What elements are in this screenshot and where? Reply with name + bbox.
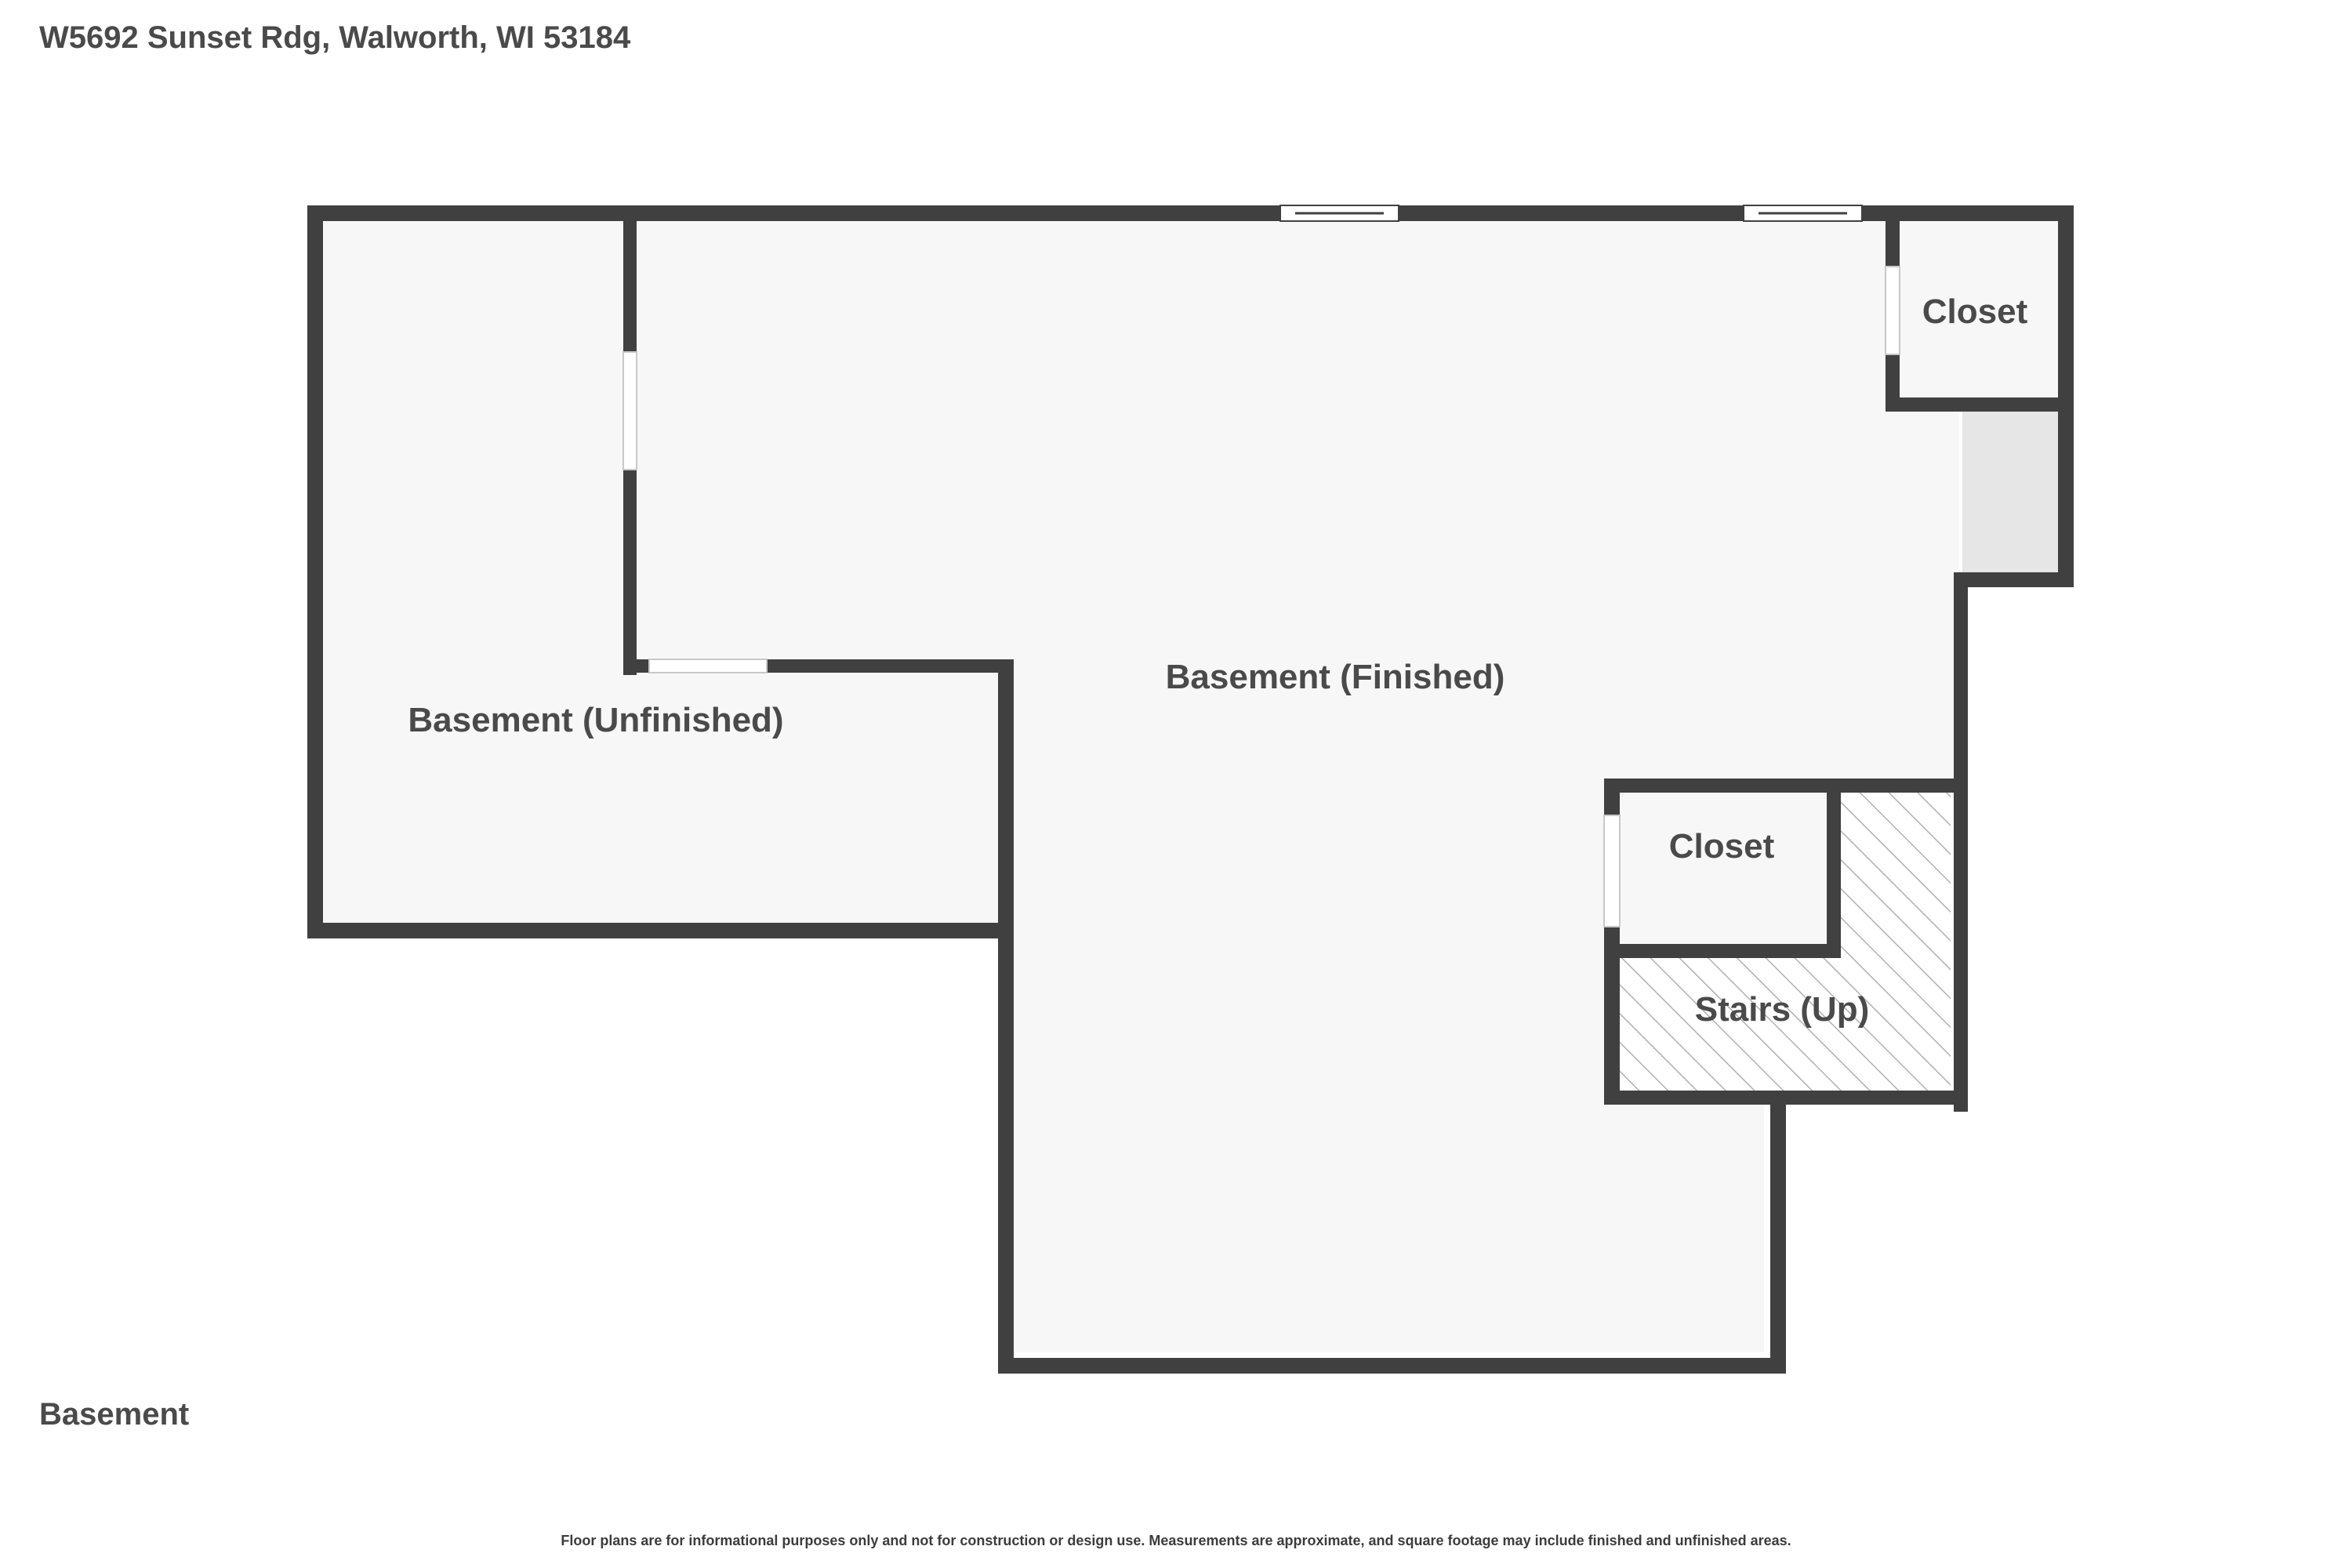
- wall-unfinished-bottom: [307, 923, 1007, 938]
- wall-finished-bottom-right: [1770, 1098, 1786, 1374]
- wall-finished-bottom: [998, 1358, 1786, 1374]
- property-address: W5692 Sunset Rdg, Walworth, WI 53184: [39, 20, 631, 55]
- wall-closet-mid-right: [1827, 779, 1841, 955]
- floor-finished-lower: [1001, 790, 1620, 1098]
- door-divider-vertical[interactable]: [622, 351, 637, 470]
- disclaimer-text: Floor plans are for informational purpos…: [561, 1533, 1791, 1548]
- door-closet-mid[interactable]: [1603, 815, 1621, 927]
- wall-stair-box-top: [1604, 779, 1960, 793]
- floor-finished-bottom: [1001, 1098, 1764, 1352]
- wall-stair-box-bottom: [1604, 1091, 1960, 1105]
- wall-notch-horizontal: [1954, 572, 2074, 587]
- floor-finished-right: [1896, 218, 2059, 408]
- window-top-right: [1743, 205, 1863, 222]
- floor-fills: [314, 218, 2059, 1352]
- landing-area: [1962, 408, 2059, 572]
- wall-left: [307, 205, 323, 938]
- window-top-left: [1279, 205, 1399, 222]
- floor-finished-main: [1001, 667, 1959, 790]
- floor-name-label: Basement: [39, 1397, 190, 1432]
- floor-finished-mid: [1001, 408, 1959, 667]
- wall-finished-left: [998, 659, 1014, 1371]
- wall-closet-top-bottom: [1886, 397, 2058, 412]
- wall-right-lower: [1954, 572, 1968, 1112]
- room-label-unfinished: Basement (Unfinished): [408, 701, 783, 739]
- room-label-closet-mid: Closet: [1669, 827, 1775, 866]
- room-label-stairs: Stairs (Up): [1695, 990, 1869, 1029]
- openings: [622, 205, 1900, 927]
- room-label-finished: Basement (Finished): [1166, 658, 1505, 696]
- door-divider-horizontal[interactable]: [648, 659, 768, 673]
- floor-unfinished-lower: [314, 667, 1001, 924]
- wall-top: [307, 205, 2074, 221]
- closet-mid-cover: [1620, 790, 1841, 947]
- wall-right-top: [2058, 205, 2074, 587]
- wall-closet-mid-bottom: [1604, 944, 1841, 958]
- door-closet-top[interactable]: [1885, 266, 1900, 355]
- room-label-closet-top: Closet: [1922, 292, 2028, 331]
